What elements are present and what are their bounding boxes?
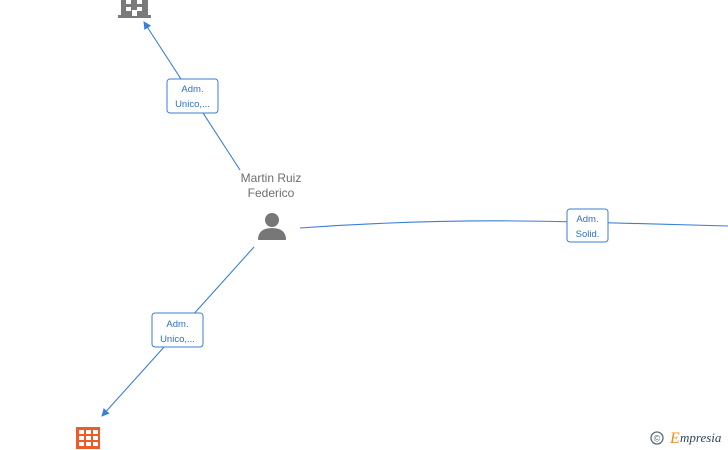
brand-name: mpresia: [680, 430, 722, 445]
building-icon: [118, 0, 151, 18]
relation-label-bottom[interactable]: Adm. Unico,...: [151, 312, 204, 348]
person-name-line1: Martin Ruiz: [241, 171, 302, 185]
company-node-top[interactable]: [118, 0, 151, 18]
relation-label-right-line2: Solid.: [576, 229, 600, 240]
relation-label-top[interactable]: Adm. Unico,...: [166, 78, 219, 114]
edge-person-to-right-company: [299, 220, 728, 229]
relation-label-top-line2: Unico,...: [175, 99, 210, 110]
person-icon: [258, 213, 286, 240]
brand-initial: E: [669, 430, 680, 447]
person-node[interactable]: Martin Ruiz Federico: [241, 171, 302, 240]
person-name-line2: Federico: [248, 186, 295, 200]
copyright-symbol: ©: [654, 434, 661, 444]
building-icon: [76, 427, 100, 449]
relation-label-bottom-line2: Unico,...: [160, 334, 195, 345]
empresia-watermark: © E mpresia: [650, 430, 722, 447]
relation-label-bottom-line1: Adm.: [166, 319, 188, 330]
company-node-bottom[interactable]: [76, 427, 100, 449]
relation-label-right-line1: Adm.: [576, 214, 598, 225]
relation-label-top-line1: Adm.: [181, 84, 203, 95]
relation-label-right[interactable]: Adm. Solid.: [566, 208, 609, 243]
